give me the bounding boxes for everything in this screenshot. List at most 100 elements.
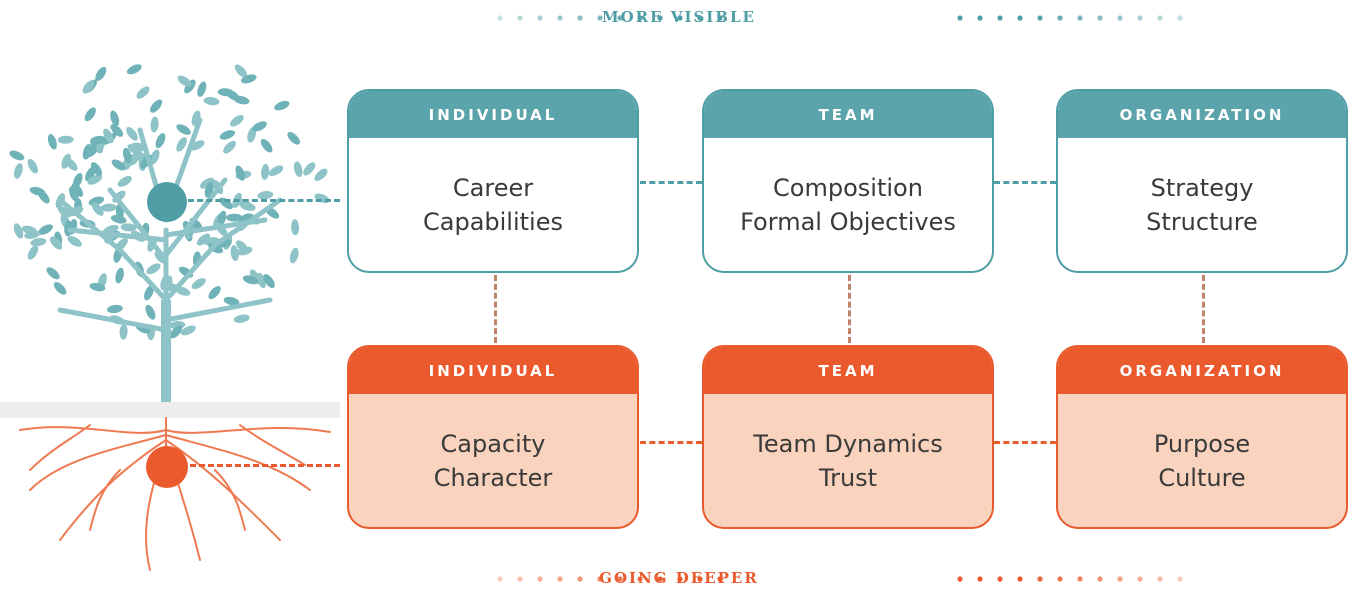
card-items: Team Dynamics Trust	[704, 394, 992, 527]
leaf	[95, 66, 107, 81]
vertical-connector-organization	[1202, 275, 1205, 343]
bottom-dot-row	[497, 576, 1183, 582]
scale-dot	[1057, 576, 1063, 582]
tree-node-dot	[147, 182, 187, 222]
scale-dot	[657, 576, 663, 582]
card-item: Strategy	[1150, 173, 1254, 202]
vertical-connector-team	[848, 275, 851, 343]
going-deeper-label: GOING DEEPER	[599, 569, 759, 587]
leaf	[219, 130, 236, 140]
leaf	[120, 223, 137, 232]
scale-dot	[537, 576, 543, 582]
leaf	[208, 286, 221, 300]
leaf	[82, 80, 95, 94]
scale-dot	[517, 576, 523, 582]
leaf	[274, 100, 290, 111]
leaf	[177, 75, 192, 87]
card-deeper-organization: ORGANIZATION Purpose Culture	[1056, 345, 1348, 529]
leaf	[82, 144, 92, 160]
leaf	[119, 323, 128, 340]
scale-dot	[497, 576, 503, 582]
leaf	[203, 97, 220, 106]
leaf	[155, 133, 166, 149]
leaf	[9, 150, 25, 161]
scale-dot	[697, 15, 703, 21]
scale-dot	[597, 576, 603, 582]
leaf	[252, 121, 267, 132]
scale-dot	[557, 576, 563, 582]
leaf	[169, 325, 183, 339]
leaf	[24, 230, 41, 239]
scale-dot	[517, 15, 523, 21]
ground-line	[0, 402, 340, 418]
leaf	[226, 213, 243, 222]
leaf	[49, 236, 63, 250]
leaf	[47, 134, 57, 150]
leaf	[29, 186, 46, 196]
leaf	[176, 124, 191, 135]
leaf	[223, 296, 240, 306]
card-item: Character	[433, 463, 553, 492]
card-item: Composition	[773, 173, 923, 202]
leaf	[126, 64, 142, 75]
leaf	[57, 206, 72, 218]
leaf	[90, 162, 103, 177]
card-deeper-individual: INDIVIDUAL Capacity Character	[347, 345, 639, 529]
scale-dot	[1097, 576, 1103, 582]
scale-dot	[617, 576, 623, 582]
scale-dot	[637, 576, 643, 582]
scale-dot	[577, 15, 583, 21]
leaf	[146, 263, 161, 275]
leaf	[268, 165, 284, 176]
leaf	[110, 110, 120, 127]
leaf	[235, 240, 249, 253]
leaf	[111, 159, 126, 171]
card-heading: INDIVIDUAL	[349, 91, 637, 138]
leaf	[260, 138, 273, 153]
leaf	[239, 202, 256, 211]
card-items: Strategy Structure	[1058, 138, 1346, 271]
roots-icon	[19, 417, 331, 571]
leaf	[90, 135, 107, 145]
card-item: Culture	[1158, 463, 1246, 492]
card-items: Career Capabilities	[349, 138, 637, 271]
leaf	[30, 237, 47, 247]
scale-dot	[557, 15, 563, 21]
roots-to-card-connector	[190, 464, 340, 467]
leaf	[110, 214, 127, 224]
vertical-connector-individual	[494, 275, 497, 343]
leaf	[200, 177, 215, 189]
scale-dot	[497, 15, 503, 21]
tree-icon	[9, 64, 330, 408]
leaf	[230, 245, 239, 262]
scale-dot	[1157, 15, 1163, 21]
scale-dot	[1137, 576, 1143, 582]
card-heading: TEAM	[704, 91, 992, 138]
card-item: Career	[452, 173, 534, 202]
leaf	[180, 325, 196, 336]
scale-dot	[957, 576, 963, 582]
leaf	[257, 191, 274, 200]
scale-dot	[1077, 15, 1083, 21]
card-heading: ORGANIZATION	[1058, 347, 1346, 394]
scale-dot	[1177, 576, 1183, 582]
leaf	[291, 219, 300, 236]
card-visible-individual: INDIVIDUAL Career Capabilities	[347, 89, 639, 273]
leaf	[150, 99, 163, 113]
scale-dot	[597, 15, 603, 21]
leaf	[197, 81, 207, 97]
scale-dot	[1157, 576, 1163, 582]
leaf	[100, 203, 117, 212]
leaf	[117, 175, 132, 187]
card-items: Capacity Character	[349, 394, 637, 527]
scale-dot	[1017, 576, 1023, 582]
scale-dot	[1037, 576, 1043, 582]
scale-dot	[577, 576, 583, 582]
leaf	[314, 168, 328, 181]
leaf	[242, 275, 259, 285]
card-items: Purpose Culture	[1058, 394, 1346, 527]
leaf	[145, 304, 156, 320]
scale-dot	[1077, 576, 1083, 582]
card-visible-team: TEAM Composition Formal Objectives	[702, 89, 994, 273]
